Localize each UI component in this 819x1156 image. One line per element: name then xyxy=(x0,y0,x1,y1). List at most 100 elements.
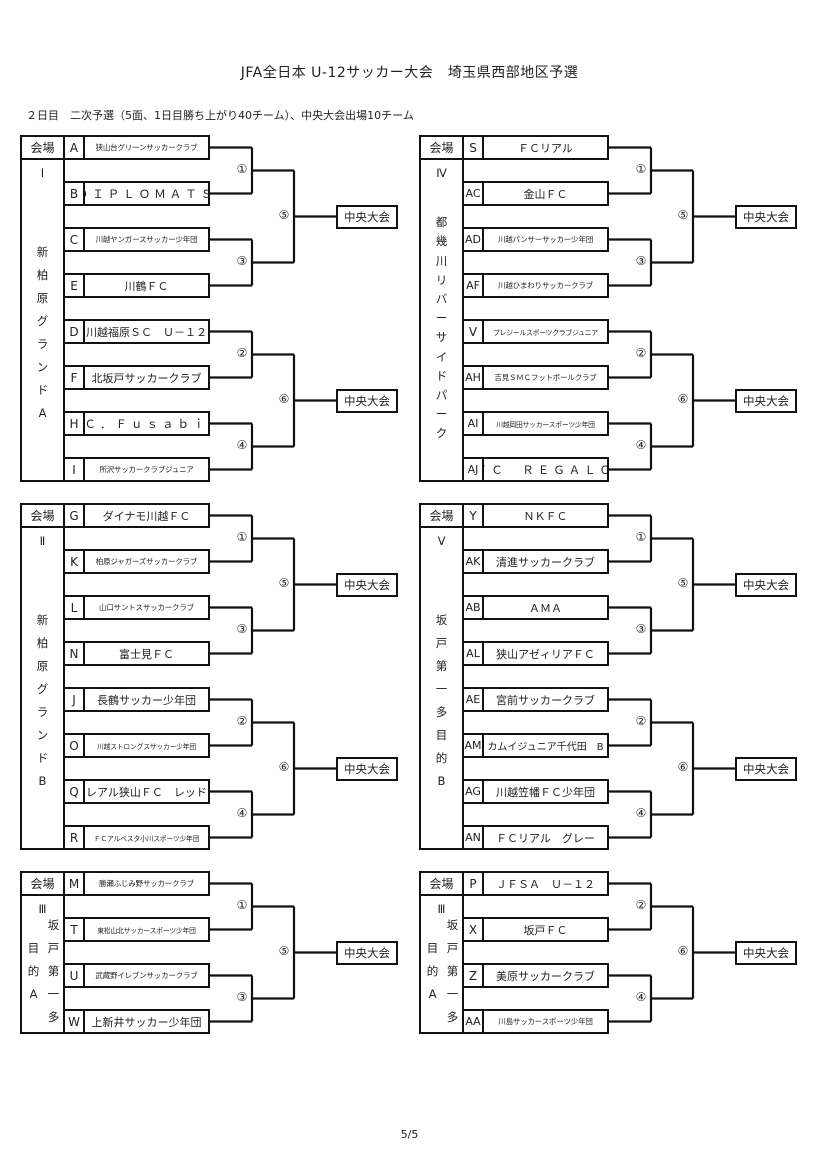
venue-char: A xyxy=(428,987,437,1001)
venue-name-col-right: 坂戸第一多 xyxy=(44,914,63,1029)
semifinal-number: ⑤ xyxy=(278,943,290,958)
venue-char: グ xyxy=(36,682,49,697)
bracket-lines xyxy=(609,882,735,1023)
team-name: ＤＩＰＬＯＭＡＴＳ xyxy=(83,181,210,206)
final-advance-box: 中央大会 xyxy=(735,388,797,413)
team-name: 所沢サッカークラブジュニア xyxy=(83,457,210,482)
team-name: 吉見ＳＭＣフットボールクラブ xyxy=(482,365,609,390)
venue-char: 戸 xyxy=(446,941,459,955)
team-name: 山口サントスサッカークラブ xyxy=(83,595,210,620)
page-number: 5/5 xyxy=(400,1128,419,1141)
team-name: 川越岡田サッカースポーツ少年団 xyxy=(482,411,609,436)
team-name: 清進サッカークラブ xyxy=(482,549,609,574)
venue-header-label: 会場 xyxy=(20,503,65,528)
match-number: ② xyxy=(635,897,647,912)
venue-number: Ⅰ xyxy=(40,166,45,180)
team-name: ＦＣリアル グレー xyxy=(482,825,609,850)
venue-char: 一 xyxy=(435,682,448,697)
semifinal-number: ⑤ xyxy=(677,207,689,222)
venue-char: バ xyxy=(435,291,448,306)
team-code: R xyxy=(63,825,85,850)
team-name: プレジールスポーツクラブジュニア xyxy=(482,319,609,344)
document-title: JFA全日本 U-12サッカー大会 埼玉県西部地区予選 xyxy=(240,65,579,81)
venue-header-label: 会場 xyxy=(20,135,65,160)
final-advance-box: 中央大会 xyxy=(336,756,398,781)
venue-number: Ⅲ xyxy=(421,900,462,919)
team-code: AN xyxy=(462,825,484,850)
venue-char: ド xyxy=(36,751,49,766)
final-advance-box: 中央大会 xyxy=(336,388,398,413)
team-name: 狭山アゼィリアＦＣ xyxy=(482,641,609,666)
bracket-lines xyxy=(609,146,735,471)
semifinal-number: ⑥ xyxy=(677,391,689,406)
team-name: 勝瀬ふじみ野サッカークラブ xyxy=(83,871,210,896)
venue-char: 第 xyxy=(446,964,459,978)
team-name: 川越パンサーサッカー少年団 xyxy=(482,227,609,252)
bracket-lines xyxy=(210,514,336,839)
venue-char: ク xyxy=(435,426,448,441)
venue-char: ラ xyxy=(36,705,49,720)
final-advance-box: 中央大会 xyxy=(735,204,797,229)
team-code: AB xyxy=(462,595,484,620)
venue-char: 新 xyxy=(36,613,49,628)
team-name: 富士見ＦＣ xyxy=(83,641,210,666)
team-name: ＪＦＳＡ Ｕ－１２ xyxy=(482,871,609,896)
venue-char: 戸 xyxy=(435,636,448,651)
match-number: ② xyxy=(236,345,248,360)
match-number: ① xyxy=(635,161,647,176)
team-name: 美原サッカークラブ xyxy=(482,963,609,988)
team-name: 東松山北サッカースポーツ少年団 xyxy=(83,917,210,942)
venue-char: 柏 xyxy=(36,268,49,283)
venue-char: 都 xyxy=(435,215,448,230)
venue-number: Ⅳ xyxy=(436,166,447,180)
venue-char: ド xyxy=(435,368,448,383)
venue-char: 新 xyxy=(36,245,49,260)
venue-char: ン xyxy=(36,360,49,375)
bracket-lines xyxy=(210,146,336,471)
venue-char: 第 xyxy=(47,964,60,978)
team-name: 川鶴ＦＣ xyxy=(83,273,210,298)
venue-number: Ⅱ xyxy=(39,534,46,548)
venue-char: B xyxy=(38,774,47,789)
team-name: 宮前サッカークラブ xyxy=(482,687,609,712)
team-name: ダイナモ川越ＦＣ xyxy=(83,503,210,528)
team-name: 川越ストロングスサッカー少年団 xyxy=(83,733,210,758)
final-advance-box: 中央大会 xyxy=(735,572,797,597)
venue-char: 多 xyxy=(446,1010,459,1024)
venue-char: A xyxy=(29,987,38,1001)
team-code: P xyxy=(462,871,484,896)
venue-char: 幾 xyxy=(435,234,448,249)
match-number: ④ xyxy=(635,989,647,1004)
team-code: AC xyxy=(462,181,484,206)
venue-char: 川 xyxy=(435,253,448,268)
team-name: ＦＣリアル xyxy=(482,135,609,160)
team-code: B xyxy=(63,181,85,206)
match-number: ③ xyxy=(236,989,248,1004)
team-column-frame xyxy=(63,871,65,1034)
team-name: レアル狭山ＦＣ レッド xyxy=(83,779,210,804)
venue-char: リ xyxy=(435,272,448,287)
match-number: ③ xyxy=(635,621,647,636)
venue-char: 坂 xyxy=(435,613,448,628)
team-name: 川越ひまわりサッカークラブ xyxy=(482,273,609,298)
venue-char: グ xyxy=(36,314,49,329)
venue-char: 坂 xyxy=(446,918,459,932)
team-name: 坂戸ＦＣ xyxy=(482,917,609,942)
team-name: 長鶴サッカー少年団 xyxy=(83,687,210,712)
venue-char: 柏 xyxy=(36,636,49,651)
venue-char: ド xyxy=(36,383,49,398)
match-number: ② xyxy=(236,713,248,728)
venue-char: 原 xyxy=(36,291,49,306)
semifinal-number: ⑥ xyxy=(278,391,290,406)
venue-char: B xyxy=(437,774,446,789)
match-number: ③ xyxy=(236,253,248,268)
semifinal-number: ⑥ xyxy=(278,759,290,774)
venue-char: 目 xyxy=(27,941,40,955)
final-advance-box: 中央大会 xyxy=(336,940,398,965)
venue-char: ラ xyxy=(36,337,49,352)
team-name: ＦＣアルベスタ小川スポーツ少年団 xyxy=(83,825,210,850)
team-code: AF xyxy=(462,273,484,298)
